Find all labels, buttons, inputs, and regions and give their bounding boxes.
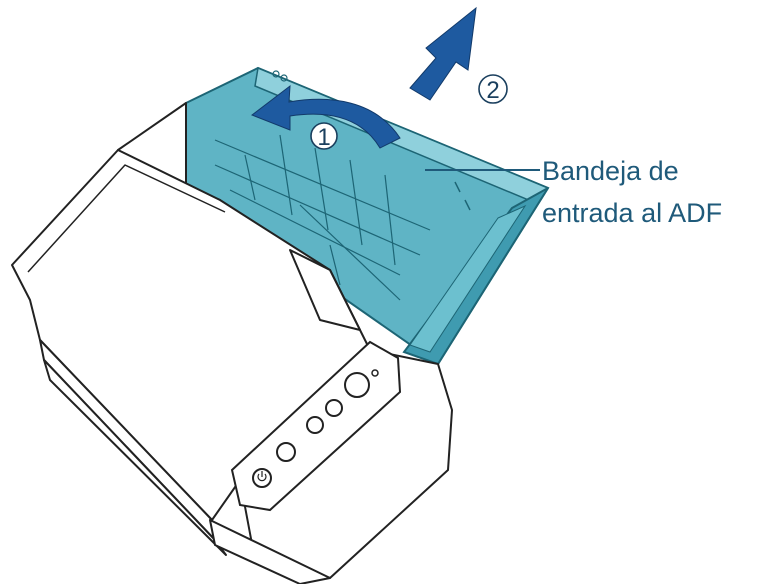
open-tray-curved-arrow bbox=[250, 84, 401, 149]
paper-symbol-icon bbox=[272, 70, 288, 82]
pull-up-arrow bbox=[409, 6, 477, 101]
step-2-marker: 2 bbox=[478, 74, 508, 104]
step-1-marker: 1 bbox=[310, 122, 338, 151]
indicator-led bbox=[371, 369, 379, 377]
callout-label-line2: entrada al ADF bbox=[542, 198, 722, 228]
send-to-button[interactable] bbox=[306, 416, 324, 434]
operator-panel bbox=[230, 340, 402, 512]
stop-button[interactable] bbox=[276, 442, 296, 462]
power-icon bbox=[257, 471, 267, 482]
power-button[interactable] bbox=[252, 468, 272, 488]
step-2-number: 2 bbox=[486, 77, 499, 104]
callout-label-line1: Bandeja de bbox=[542, 156, 679, 186]
scan-button[interactable] bbox=[344, 372, 370, 398]
function-button[interactable] bbox=[325, 399, 343, 417]
step-1-number: 1 bbox=[317, 124, 330, 151]
